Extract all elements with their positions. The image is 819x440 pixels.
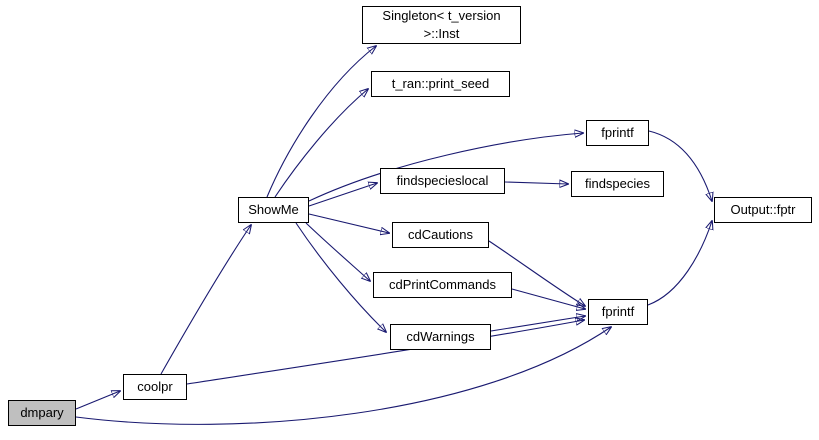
edge-showme-singleton-inst (266, 46, 376, 198)
node-showme[interactable]: ShowMe (238, 197, 309, 223)
edge-coolpr-showme (160, 225, 251, 375)
node-cdcautions[interactable]: cdCautions (392, 222, 489, 248)
node-fprintf-top[interactable]: fprintf (586, 120, 649, 146)
edge-dmpary-coolpr (75, 391, 120, 410)
node-cdwarnings[interactable]: cdWarnings (390, 324, 491, 350)
edge-showme-cdcautions (308, 213, 389, 233)
node-output-fptr[interactable]: Output::fptr (714, 197, 812, 223)
node-singleton-inst[interactable]: Singleton< t_version >::Inst (362, 6, 521, 44)
node-cdprintcommands[interactable]: cdPrintCommands (373, 272, 512, 298)
edge-fprintf-bottom-output-fptr (647, 221, 712, 306)
edge-cdprintcommands-fprintf (511, 288, 585, 309)
node-coolpr[interactable]: coolpr (123, 374, 187, 400)
node-findspecies[interactable]: findspecies (571, 171, 664, 197)
edge-findspecieslocal-findspecies (504, 182, 568, 184)
node-dmpary: dmpary (8, 400, 76, 426)
node-print-seed[interactable]: t_ran::print_seed (371, 71, 510, 97)
node-findspecieslocal[interactable]: findspecieslocal (380, 168, 505, 194)
edge-showme-cdprintcommands (305, 222, 370, 281)
edge-showme-print-seed (274, 89, 368, 198)
edge-cdwarnings-fprintf (490, 316, 585, 332)
edge-coolpr-fprintf (186, 320, 584, 385)
node-fprintf-bottom[interactable]: fprintf (588, 299, 648, 325)
edge-showme-findspecieslocal (308, 183, 377, 207)
